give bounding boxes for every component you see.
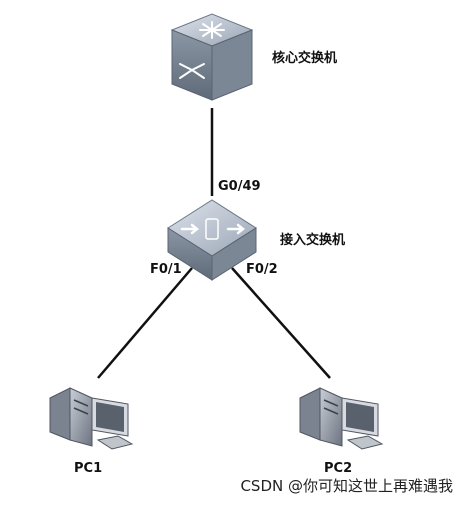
pc1-computer-icon bbox=[49, 387, 134, 450]
pc1-label: PC1 bbox=[74, 461, 103, 476]
layer2-switch-icon bbox=[167, 199, 257, 281]
port-left-label: F0/1 bbox=[150, 262, 182, 277]
watermark: CSDN @你可知这世上再难遇我 bbox=[240, 477, 453, 495]
port-uplink-label: G0/49 bbox=[218, 179, 261, 194]
core-switch-label: 核心交换机 bbox=[272, 51, 338, 66]
pc2-computer-icon bbox=[299, 387, 384, 450]
pc2-label: PC2 bbox=[324, 461, 353, 476]
layer3-switch-icon bbox=[170, 13, 254, 101]
link-access-to-pc1 bbox=[97, 267, 193, 379]
link-access-to-pc2 bbox=[231, 267, 331, 379]
access-switch-label: 接入交换机 bbox=[280, 233, 346, 248]
port-right-label: F0/2 bbox=[246, 262, 278, 277]
